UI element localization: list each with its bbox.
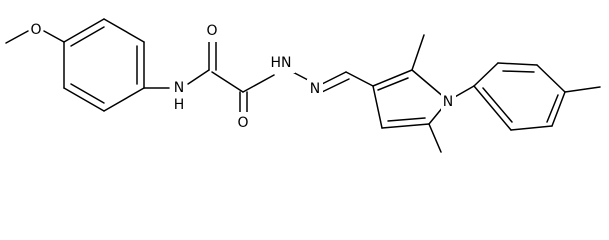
methoxy-oxygen-text: O — [30, 22, 41, 38]
hydrazone-nh-label: HN — [267, 53, 295, 73]
bond-lines — [5, 18, 601, 153]
methoxy-oxygen-label: O — [29, 20, 43, 38]
pyrrole-nitrogen-text: N — [443, 94, 453, 110]
amide-nitrogen-text: N — [174, 80, 184, 96]
carbonyl-oxygen-1-label: O — [205, 22, 220, 42]
carbonyl-oxygen-2-label: O — [236, 112, 251, 132]
hydrazone-nh-text: HN — [271, 55, 292, 71]
atom-labels: O N H O O HN N N — [29, 20, 456, 132]
amide-hydrogen-label: H — [172, 96, 186, 114]
amide-nitrogen-label: N — [172, 78, 186, 98]
carbonyl-oxygen-2-text: O — [237, 115, 248, 131]
carbonyl-oxygen-1-text: O — [206, 23, 217, 39]
pyrrole-nitrogen-label: N — [441, 93, 456, 113]
chemical-structure-diagram: O N H O O HN N N — [5, 18, 601, 153]
amide-hydrogen-text: H — [174, 97, 185, 113]
hydrazone-n-text: N — [310, 81, 320, 97]
hydrazone-n-label: N — [307, 79, 323, 99]
